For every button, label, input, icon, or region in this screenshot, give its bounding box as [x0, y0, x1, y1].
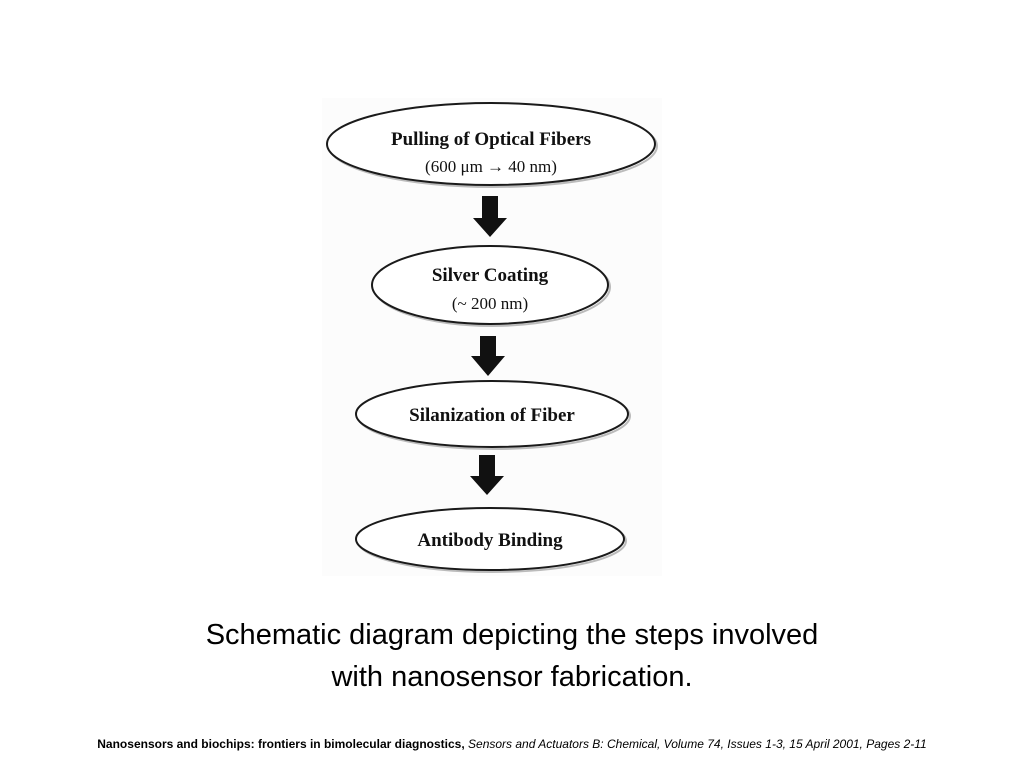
citation-title: Nanosensors and biochips: frontiers in b… [97, 737, 465, 751]
caption-line-1: Schematic diagram depicting the steps in… [205, 619, 819, 651]
down-arrow-icon [471, 336, 505, 376]
flow-step-silanization: Silanization of Fiber [355, 380, 631, 450]
step-2-subtitle: (~ 200 nm) [452, 294, 528, 313]
flow-step-silver-coating: Silver Coating (~ 200 nm) [371, 245, 611, 327]
step-2-title: Silver Coating [432, 265, 549, 286]
down-arrow-icon [473, 196, 507, 237]
step-1-subtitle: (600 μm → 40 nm) [425, 157, 557, 176]
caption-line-2: with nanosensor fabrication. [331, 661, 693, 693]
down-arrow-icon [470, 455, 504, 495]
step-4-title: Antibody Binding [417, 530, 563, 551]
flow-step-pulling-optical-fibers: Pulling of Optical Fibers (600 μm → 40 n… [326, 102, 658, 188]
step-3-title: Silanization of Fiber [409, 405, 575, 426]
flowchart-diagram: Pulling of Optical Fibers (600 μm → 40 n… [322, 98, 662, 576]
figure-caption: Schematic diagram depicting the steps in… [0, 614, 1024, 698]
step-1-title: Pulling of Optical Fibers [391, 129, 591, 150]
citation-source: Sensors and Actuators B: Chemical, Volum… [468, 737, 927, 751]
citation: Nanosensors and biochips: frontiers in b… [0, 737, 1024, 751]
flow-step-antibody-binding: Antibody Binding [355, 507, 627, 573]
